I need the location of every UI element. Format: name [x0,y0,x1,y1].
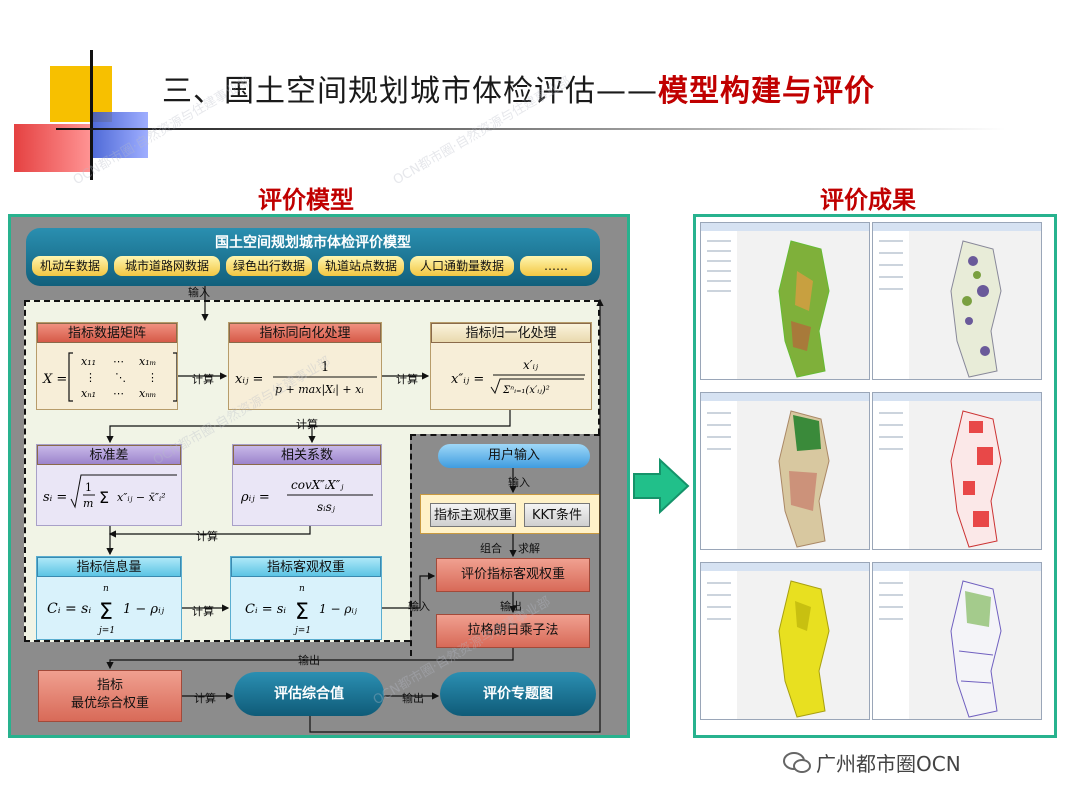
objective-box: 指标客观权重 Cᵢ = sᵢ Σ n j=1 1 − ρᵢⱼ [230,556,382,640]
title-highlight: 模型构建与评价 [658,74,875,109]
objective-box-title: 指标客观权重 [231,557,381,577]
input-pill-rail: 轨道站点数据 [318,256,404,276]
svg-text:covX″ᵢX″ⱼ: covX″ᵢX″ⱼ [291,478,344,492]
svg-text:Σⁿᵢ₌₁(x′ᵢⱼ)²: Σⁿᵢ₌₁(x′ᵢⱼ)² [502,385,550,396]
input-pill-vehicle: 机动车数据 [32,256,108,276]
svg-text:Σ: Σ [295,600,309,625]
input-pill-more: …… [520,256,592,276]
model-banner-title: 国土空间规划城市体检评价模型 [215,235,411,251]
svg-text:x″ᵢⱼ =: x″ᵢⱼ = [451,372,484,387]
label-combine: 组合 [480,542,502,555]
svg-text:Σ: Σ [99,488,109,507]
result-map-4 [872,392,1042,550]
flow-arrow-icon [633,457,690,515]
homogenize-box-title: 指标同向化处理 [229,323,381,343]
svg-text:n: n [299,584,305,594]
svg-text:ρᵢⱼ =: ρᵢⱼ = [240,490,270,505]
thematic-map-box: 评价专题图 [440,672,596,716]
result-map-1 [700,222,870,380]
objective-formula: Cᵢ = sᵢ Σ n j=1 1 − ρᵢⱼ [245,584,358,636]
result-map-6 [872,562,1042,720]
normalize-formula: x″ᵢⱼ = x′ᵢⱼ Σⁿᵢ₌₁(x′ᵢⱼ)² [451,358,585,396]
svg-text:sᵢsⱼ: sᵢsⱼ [317,500,336,514]
left-section-title: 评价模型 [258,186,354,214]
optimal-weight-box: 指标 最优综合权重 [38,670,182,722]
corr-box: 相关系数 ρᵢⱼ = covX″ᵢX″ⱼ sᵢsⱼ [232,444,382,526]
std-box: 标准差 sᵢ = 1 m Σ x″ᵢⱼ − x̄″ᵢ² [36,444,182,526]
svg-text:⋮: ⋮ [85,371,96,384]
info-formula: Cᵢ = sᵢ Σ n j=1 1 − ρᵢⱼ [47,584,165,636]
normalize-box: 指标归一化处理 x″ᵢⱼ = x′ᵢⱼ Σⁿᵢ₌₁(x′ᵢⱼ)² [430,322,592,410]
svg-text:x₁ₘ: x₁ₘ [139,355,156,368]
subjective-weight-box: 指标主观权重 [430,503,516,527]
svg-text:xₙ₁: xₙ₁ [81,387,96,400]
eval-objective-weight-box: 评价指标客观权重 [436,558,590,592]
svg-text:1: 1 [85,481,92,494]
info-box-title: 指标信息量 [37,557,181,577]
svg-text:n: n [103,584,109,594]
result-map-2 [872,222,1042,380]
svg-text:Cᵢ = sᵢ: Cᵢ = sᵢ [47,601,91,617]
svg-text:xᵢⱼ =: xᵢⱼ = [235,372,263,387]
wechat-icon [782,750,812,780]
label-solve: 求解 [518,542,540,555]
result-map-5 [700,562,870,720]
header-deco-blue [92,112,148,158]
input-pill-commute: 人口通勤量数据 [410,256,514,276]
normalize-box-title: 指标归一化处理 [431,323,591,343]
composite-value-box: 评估综合值 [234,672,384,716]
kkt-box: KKT条件 [524,503,590,527]
corr-formula: ρᵢⱼ = covX″ᵢX″ⱼ sᵢsⱼ [240,478,373,514]
svg-text:X =: X = [42,372,67,387]
header-deco-red [14,124,90,172]
svg-text:p + max|Xᵢ| + xᵢ: p + max|Xᵢ| + xᵢ [275,383,364,397]
svg-text:⋯: ⋯ [113,387,124,400]
svg-text:x″ᵢⱼ − x̄″ᵢ²: x″ᵢⱼ − x̄″ᵢ² [117,491,166,504]
svg-text:⋯: ⋯ [113,355,124,368]
header-deco-vline [90,50,93,180]
svg-text:1 − ρᵢⱼ: 1 − ρᵢⱼ [319,602,358,616]
svg-text:x′ᵢⱼ: x′ᵢⱼ [523,358,539,372]
svg-text:sᵢ =: sᵢ = [43,490,67,505]
page-title: 三、国土空间规划城市体检评估——模型构建与评价 [162,74,875,109]
homogenize-box: 指标同向化处理 xᵢⱼ = 1 p + max|Xᵢ| + xᵢ [228,322,382,410]
svg-text:x₁₁: x₁₁ [81,355,96,368]
svg-text:Cᵢ = sᵢ: Cᵢ = sᵢ [245,602,286,617]
svg-text:⋮: ⋮ [147,371,158,384]
std-formula: sᵢ = 1 m Σ x″ᵢⱼ − x̄″ᵢ² [43,474,177,510]
svg-text:1 − ρᵢⱼ: 1 − ρᵢⱼ [123,602,165,617]
optimal-weight-line2: 最优综合权重 [70,696,149,711]
optimal-weight-line1: 指标 [96,678,123,693]
right-section-title: 评价成果 [820,186,916,214]
user-input-button: 用户输入 [438,444,590,468]
svg-text:xₙₘ: xₙₘ [139,387,156,400]
svg-text:j=1: j=1 [97,626,115,636]
svg-text:j=1: j=1 [293,626,311,636]
input-pill-green: 绿色出行数据 [226,256,312,276]
info-box: 指标信息量 Cᵢ = sᵢ Σ n j=1 1 − ρᵢⱼ [36,556,182,640]
svg-text:Σ: Σ [99,600,113,625]
label-calc-4: 计算 [196,530,218,543]
std-box-title: 标准差 [37,445,181,465]
matrix-box: 指标数据矩阵 X = x₁₁ ⋯ x₁ₘ ⋮ ⋱ ⋮ xₙ₁ ⋯ xₙₘ [36,322,178,410]
matrix-box-title: 指标数据矩阵 [37,323,177,343]
svg-text:1: 1 [321,360,329,375]
label-input-right: 输入 [408,600,430,613]
lagrange-box: 拉格朗日乘子法 [436,614,590,648]
svg-text:⋱: ⋱ [115,371,126,384]
label-calc-6: 计算 [194,692,216,705]
label-output-bottom: 输出 [402,692,424,705]
brand-text: 广州都市圈OCN [816,752,961,776]
svg-text:m: m [83,497,93,510]
header-underline [56,128,1006,130]
corr-box-title: 相关系数 [233,445,381,465]
homogenize-formula: xᵢⱼ = 1 p + max|Xᵢ| + xᵢ [235,360,377,397]
result-map-3 [700,392,870,550]
input-pill-road: 城市道路网数据 [114,256,220,276]
